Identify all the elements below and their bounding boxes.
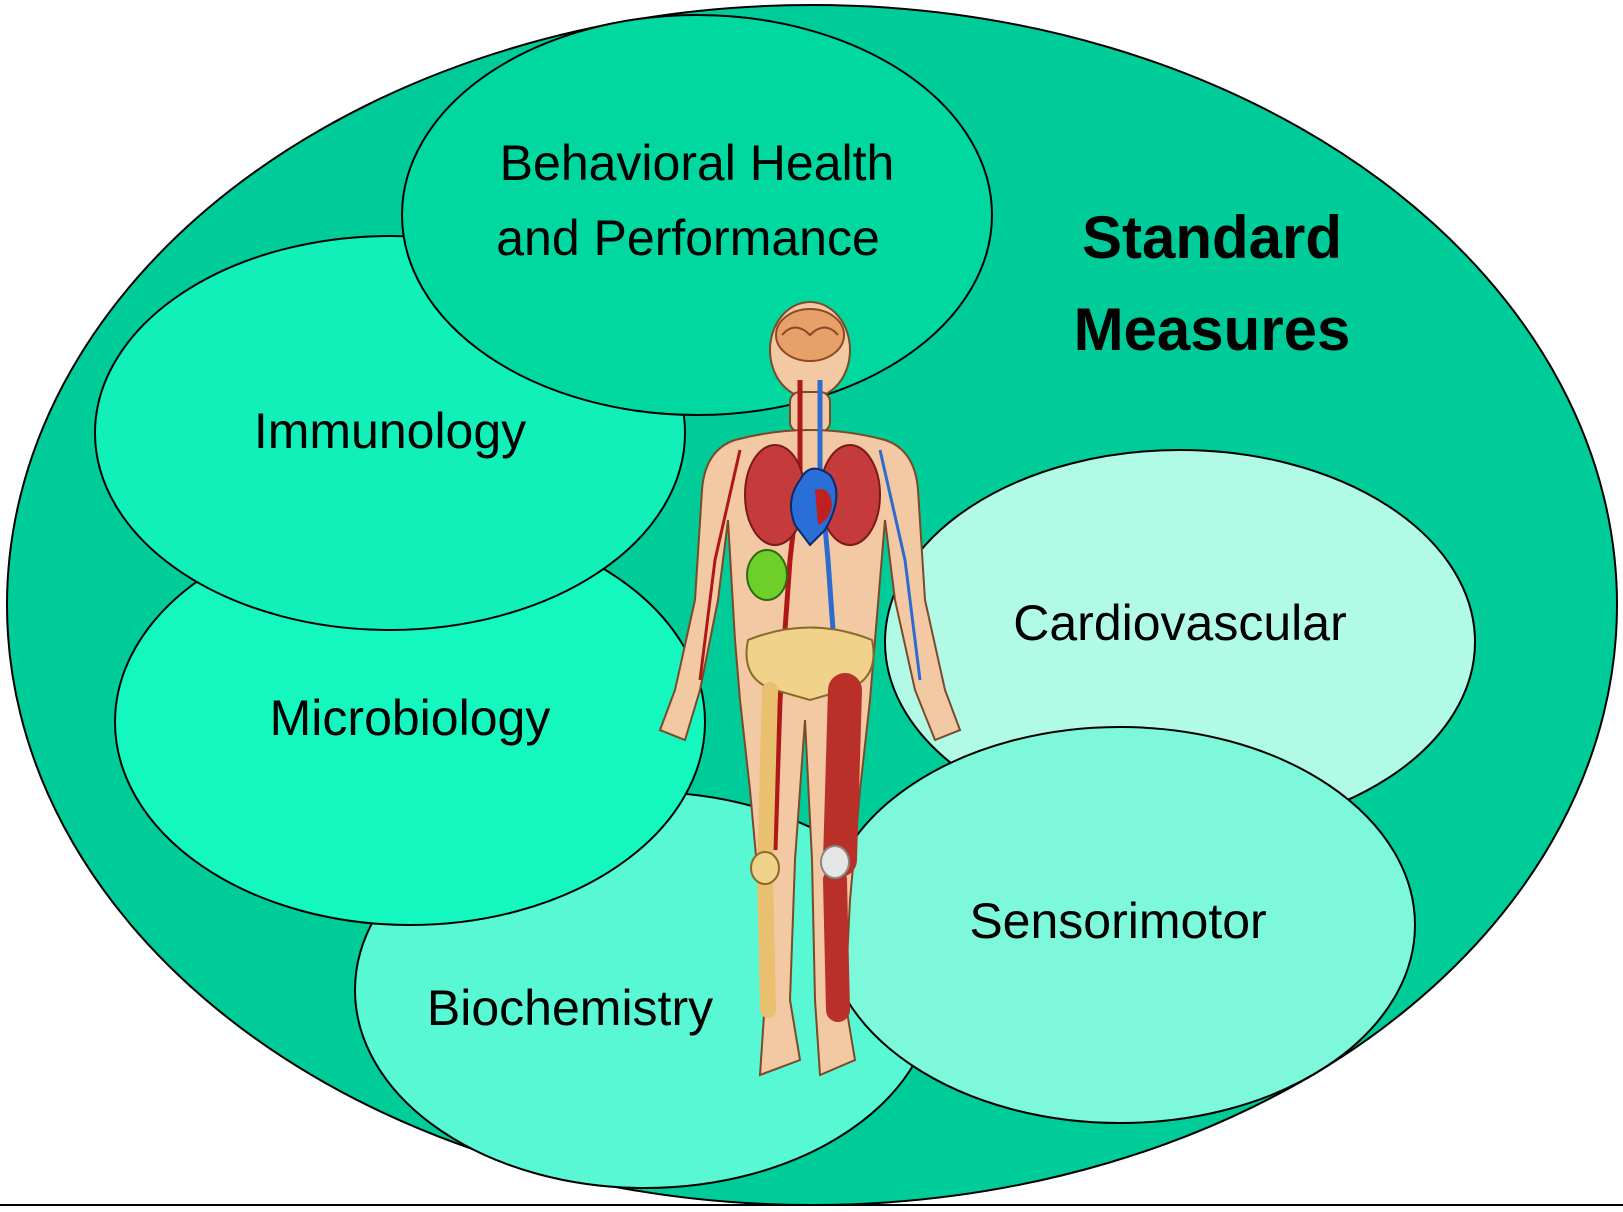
human-anatomy-figure: [658, 301, 962, 1077]
standard-measures-title-line2: Measures: [1074, 296, 1351, 363]
cardiovascular-label: Cardiovascular: [1013, 595, 1346, 651]
behavioral-health-ellipse: [401, 14, 993, 416]
microbiology-label: Microbiology: [270, 690, 551, 746]
sensorimotor-label: Sensorimotor: [969, 893, 1266, 949]
behavioral-health-label-line1: Behavioral Health: [500, 135, 895, 191]
immunology-label: Immunology: [254, 403, 526, 459]
behavioral-health-label-line2: and Performance: [496, 210, 880, 266]
biochemistry-label: Biochemistry: [427, 980, 713, 1036]
standard-measures-title-line1: Standard: [1082, 204, 1342, 271]
